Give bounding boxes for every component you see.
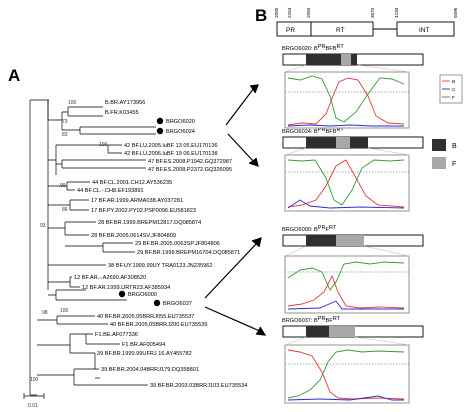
bootscan-legend: B C F — [439, 74, 463, 104]
tree-leaf-label: BRGO6020 — [166, 119, 195, 125]
tree-leaf-label: 40 BF.BR.2005.05BRRJ055.EU735537 — [97, 314, 194, 320]
svg-text:BRGO6037: BPRBFRT: BRGO6037: BPRBFRT — [282, 316, 341, 324]
tree-leaf-label: F1.BE.AF077336 — [95, 332, 138, 338]
bootscan-plot-4 — [284, 344, 410, 404]
svg-text:F: F — [452, 95, 455, 100]
sample-dot-brgo6024 — [156, 127, 164, 135]
phylogenetic-tree: 100 73 83 100 99 86 93 98 100 100 B.BR.A… — [23, 99, 247, 409]
tree-leaf-label: 44 BF.CL.-.CH8.EF193891 — [77, 188, 144, 194]
genome-tick: 5096 — [453, 7, 458, 18]
bootstrap-value: 99 — [60, 183, 66, 189]
tree-leaf-label: F1.BR.AF005494 — [122, 342, 165, 348]
genome-tick: 2085 — [274, 7, 279, 18]
bootstrap-value: 100 — [30, 377, 39, 383]
mosaic-label-1: BRGO6020: BPRBFBRT — [282, 44, 344, 52]
tree-leaf-label: 17 BF.PY.2002.PY02.PSP0096.EU581823 — [91, 208, 196, 214]
mosaic-label-3: BRGO6000: BPRFRT — [282, 225, 337, 233]
genome-tick: 2253 — [287, 7, 292, 18]
tree-leaf-label: 42 BF.LU.2006.luBF 19 06.EU170138 — [124, 151, 218, 157]
subtype-legend: B F — [432, 139, 457, 169]
tree-leaf-label: BRGO6037 — [163, 301, 192, 307]
tree-leaf-label: B.FR.K03455 — [105, 110, 139, 116]
scale-bar — [23, 393, 45, 399]
tree-leaf-label: 17 BF.AR.1999.ARMA038.AY037281 — [91, 198, 183, 204]
bootstrap-value: 83 — [62, 132, 68, 138]
tree-leaf-label: 29 BF.BR.1999.BREPM16704.DQ085871 — [137, 250, 240, 256]
bootscan-plot-3 — [284, 255, 410, 314]
mosaic-label-4: BRGO6037: BPRBFRT — [282, 316, 341, 324]
bootstrap-value: 86 — [62, 207, 68, 213]
bootscan-plot-1 — [284, 71, 410, 129]
bootstrap-value: 93 — [40, 223, 46, 229]
subtype-legend-f: F — [452, 161, 456, 168]
panel-b-label: B — [255, 6, 267, 25]
tree-leaf-label: 47 BF.ES.2008.P2372.GQ326095 — [148, 167, 232, 173]
tree-leaf-label: 39 BF.BR.1999.99UFRJ 16.AY455782 — [97, 351, 192, 357]
tree-leaf-label: 47 BF.ES.2008.P1942.GQ372987 — [148, 159, 232, 165]
sample-dot-brgo6037 — [153, 299, 161, 307]
region-rt-label: RT — [336, 27, 345, 34]
svg-text:BRGO6020: BPRBFBRT: BRGO6020: BPRBFBRT — [282, 44, 344, 52]
mosaic-bar-1 — [282, 53, 424, 66]
mosaic-bar-4 — [282, 325, 424, 338]
svg-text:BRGO6000: BPRFRT: BRGO6000: BPRFRT — [282, 225, 337, 233]
region-pr-label: PR — [286, 27, 295, 34]
sample-dot-brgo6020 — [156, 117, 164, 125]
tree-leaf-label: 39 BF.BR.2003.03BRRJ103.EU735534 — [150, 383, 247, 389]
subtype-legend-b: B — [452, 143, 457, 150]
tree-leaf-label: 40 BF.BR.2005.05BRRJ200.EU735539 — [110, 322, 207, 328]
genome-map: 2085 2253 2550 3870 4230 5096 PR RT INT — [274, 7, 458, 37]
svg-text:B: B — [452, 79, 455, 84]
svg-text:BRGO6024: BPRBFBRT: BRGO6024: BPRBFBRT — [282, 127, 344, 135]
tree-leaf-label: 44 BF.CL.2001.CH12.AY536235 — [92, 180, 172, 186]
tree-leaf-label: 39 BF.BR.2004.04BRRJ179.DQ358801 — [101, 367, 199, 373]
mosaic-bar-2 — [282, 136, 424, 149]
panel-a-label: A — [8, 66, 20, 85]
tree-leaf-label: B.BR.AY173956 — [105, 100, 145, 106]
tree-leaf-label: BRGO6000 — [128, 292, 157, 298]
mosaic-bar-3 — [282, 234, 424, 247]
bootstrap-value: 100 — [68, 100, 77, 106]
mosaic-label-2: BRGO6024: BPRBFBRT — [282, 127, 344, 135]
bar-plot-connectors — [284, 64, 410, 346]
tree-leaf-label: 28 BF.BR.2005.0614SV.JF804809 — [91, 233, 176, 239]
bootstrap-value: 73 — [62, 119, 68, 125]
genome-tick: 2550 — [306, 7, 311, 18]
sample-dot-brgo6000 — [118, 290, 126, 298]
region-int-label: INT — [419, 27, 430, 34]
bootstrap-value: 100 — [99, 142, 108, 148]
svg-text:C: C — [452, 87, 456, 92]
genome-tick: 3870 — [370, 7, 375, 18]
connector-arrows — [204, 84, 267, 336]
bootscan-plot-2 — [284, 154, 410, 212]
genome-tick: 4230 — [394, 7, 399, 18]
tree-leaf-label: 28 BF.BR.1999.BREPM12817.DQ085874 — [98, 220, 201, 226]
tree-leaf-label: 12 BF.AR.-.A2690.AF308520 — [74, 275, 146, 281]
tree-leaf-label: 42 BF.LU.2005.luBF 13 05.EU170136 — [124, 143, 218, 149]
tree-leaf-label: 12 BF.AR.1999.URTR23.AF385934 — [82, 285, 170, 291]
tree-leaf-label: BRGO6024 — [166, 129, 195, 135]
tree-leaf-label: 29 BF.BR.2005.0063SP.JF804806 — [135, 241, 220, 247]
tree-leaf-label: 38 BF.UY.1999.99UY TRA0123.JN235962 — [108, 263, 213, 269]
scale-bar-label: 0.01 — [28, 403, 38, 409]
bootstrap-value: 100 — [60, 308, 69, 314]
bootstrap-value: 98 — [42, 310, 48, 316]
